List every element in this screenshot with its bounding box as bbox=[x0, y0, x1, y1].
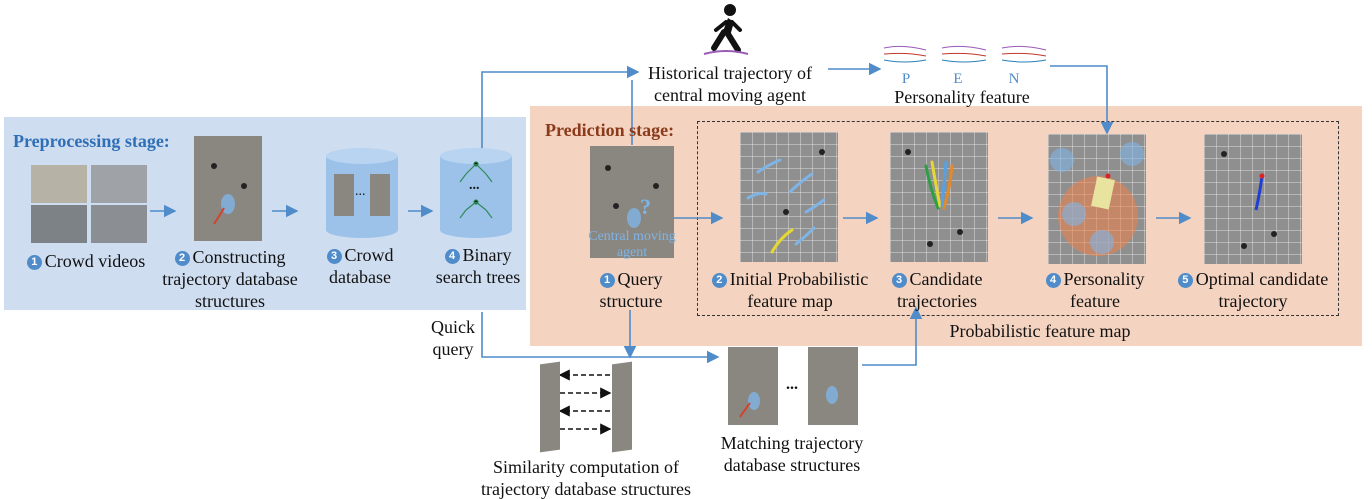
personality-letter-e: E bbox=[953, 71, 963, 87]
crowd-database-cylinder: ... bbox=[326, 148, 398, 238]
personality-trajectory-thumbnails bbox=[882, 42, 1052, 68]
historical-trajectory-label: Historical trajectory of central moving … bbox=[648, 63, 812, 105]
central-moving-agent-overlay: Central moving agent bbox=[588, 229, 676, 260]
similarity-frame-left bbox=[540, 361, 560, 453]
walking-person-icon bbox=[700, 2, 752, 58]
candidate-map-photo bbox=[890, 132, 988, 262]
video-thumb-3 bbox=[31, 205, 87, 243]
prediction-title: Prediction stage: bbox=[545, 120, 675, 140]
construct-photo bbox=[194, 136, 262, 241]
personality-letter-p: P bbox=[901, 71, 911, 87]
probabilistic-map-caption: Probabilistic feature map bbox=[949, 321, 1131, 341]
matching-ellipsis: ... bbox=[786, 376, 798, 393]
binary-search-trees-cylinder: ... bbox=[440, 148, 512, 238]
initial-map-photo bbox=[740, 132, 838, 262]
crowd-videos-thumbnails bbox=[31, 165, 147, 243]
optimal-map-photo bbox=[1204, 134, 1302, 264]
video-thumb-4 bbox=[91, 205, 147, 243]
arrow-personality-to-feature bbox=[1050, 65, 1114, 135]
arrow-bst-to-historical bbox=[481, 65, 640, 150]
matching-label: Matching trajectory database structures bbox=[720, 433, 864, 475]
personality-letter-n: N bbox=[1008, 71, 1020, 87]
video-thumb-1 bbox=[31, 165, 87, 203]
arrow-matching-to-candidate bbox=[862, 306, 923, 366]
matching-photo-1 bbox=[728, 347, 778, 425]
quick-query-label: Quick query bbox=[431, 317, 475, 359]
personality-feature-label: Personality feature bbox=[894, 87, 1030, 107]
query-photo: ? bbox=[590, 146, 674, 258]
preprocessing-title: Preprocessing stage: bbox=[13, 131, 170, 151]
video-thumb-2 bbox=[91, 165, 147, 203]
line-quick-query bbox=[481, 312, 720, 364]
similarity-frame-right bbox=[612, 361, 632, 453]
personality-map-photo bbox=[1048, 134, 1146, 264]
matching-photo-2 bbox=[808, 347, 858, 425]
similarity-label: Similarity computation of trajectory dat… bbox=[481, 457, 691, 499]
question-mark: ? bbox=[640, 194, 651, 219]
